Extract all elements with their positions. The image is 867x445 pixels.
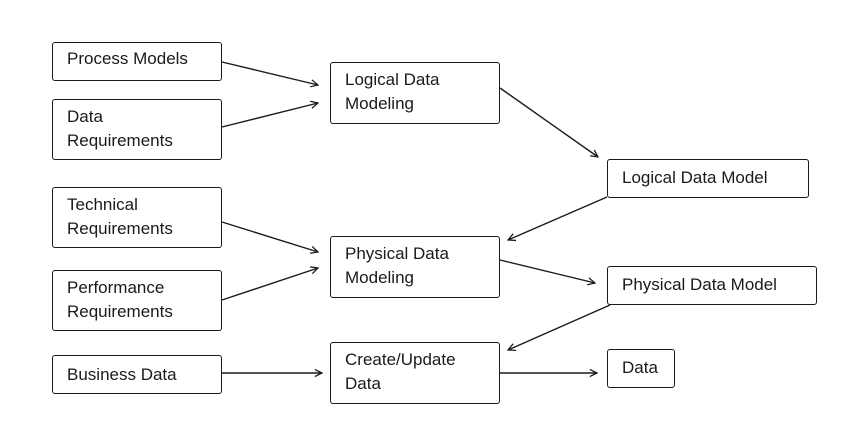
edge-performance-requirements-to-physical-modeling: [221, 268, 318, 301]
logical-data-modeling-node: Logical Data Modeling: [330, 62, 500, 124]
physical-data-modeling-node: Physical Data Modeling: [330, 236, 500, 298]
technical-requirements-node: Technical Requirements: [52, 187, 222, 248]
edge-physical-model-to-create-update: [508, 304, 611, 350]
edge-logical-modeling-to-logical-model: [499, 87, 598, 157]
edge-data-requirements-to-logical-modeling: [221, 103, 318, 128]
data-node: Data: [607, 349, 675, 388]
create-update-data-node: Create/Update Data: [330, 342, 500, 404]
performance-requirements-node: Performance Requirements: [52, 270, 222, 331]
business-data-node: Business Data: [52, 355, 222, 394]
edge-technical-requirements-to-physical-modeling: [221, 221, 318, 252]
process-models-node: Process Models: [52, 42, 222, 81]
edge-process-models-to-logical-modeling: [221, 61, 318, 85]
edge-physical-modeling-to-physical-model: [499, 259, 595, 283]
physical-data-model-node: Physical Data Model: [607, 266, 817, 305]
edge-logical-model-to-physical-modeling: [508, 196, 608, 240]
data-requirements-node: Data Requirements: [52, 99, 222, 160]
logical-data-model-node: Logical Data Model: [607, 159, 809, 198]
